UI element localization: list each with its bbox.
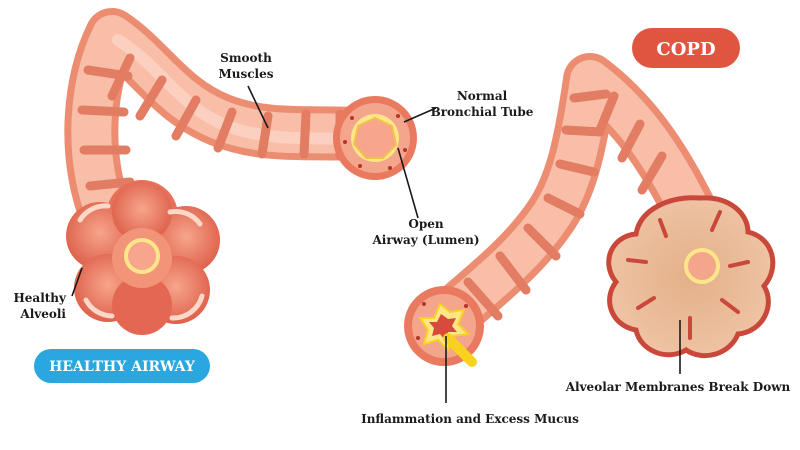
- normal-bronchial-cross-section: [333, 96, 417, 180]
- copd-inflamed-cross-section: [404, 286, 484, 367]
- healthy-airway-badge: HEALTHY AIRWAY: [34, 349, 210, 383]
- label-normal-bronchial-l2: Bronchial Tube: [431, 105, 534, 119]
- copd-alveoli: [606, 195, 776, 359]
- copd-badge-text: COPD: [656, 39, 715, 60]
- label-alveolar-breakdown: Alveolar Membranes Break Down: [565, 380, 791, 394]
- label-normal-bronchial-l1: Normal: [457, 89, 508, 103]
- excess-mucus: [443, 333, 477, 367]
- smooth-muscle-rings: [77, 53, 345, 191]
- copd-bronchial-tube: [413, 53, 717, 352]
- label-open-airway-l1: Open: [408, 217, 443, 231]
- label-healthy-alveoli-l1: Healthy: [13, 291, 67, 305]
- healthy-alveoli-cluster: [66, 180, 220, 335]
- label-healthy-alveoli-l2: Alveoli: [19, 307, 66, 321]
- healthy-bronchial-tube: [64, 8, 397, 242]
- healthy-airway-badge-text: HEALTHY AIRWAY: [49, 359, 196, 375]
- label-smooth-muscles-l2: Muscles: [218, 67, 273, 81]
- label-inflammation: Inflammation and Excess Mucus: [361, 412, 579, 426]
- label-open-airway-l2: Airway (Lumen): [371, 233, 479, 247]
- label-smooth-muscles-l1: Smooth: [220, 51, 272, 65]
- copd-badge: COPD: [632, 28, 740, 68]
- leader-lines: [71, 85, 681, 403]
